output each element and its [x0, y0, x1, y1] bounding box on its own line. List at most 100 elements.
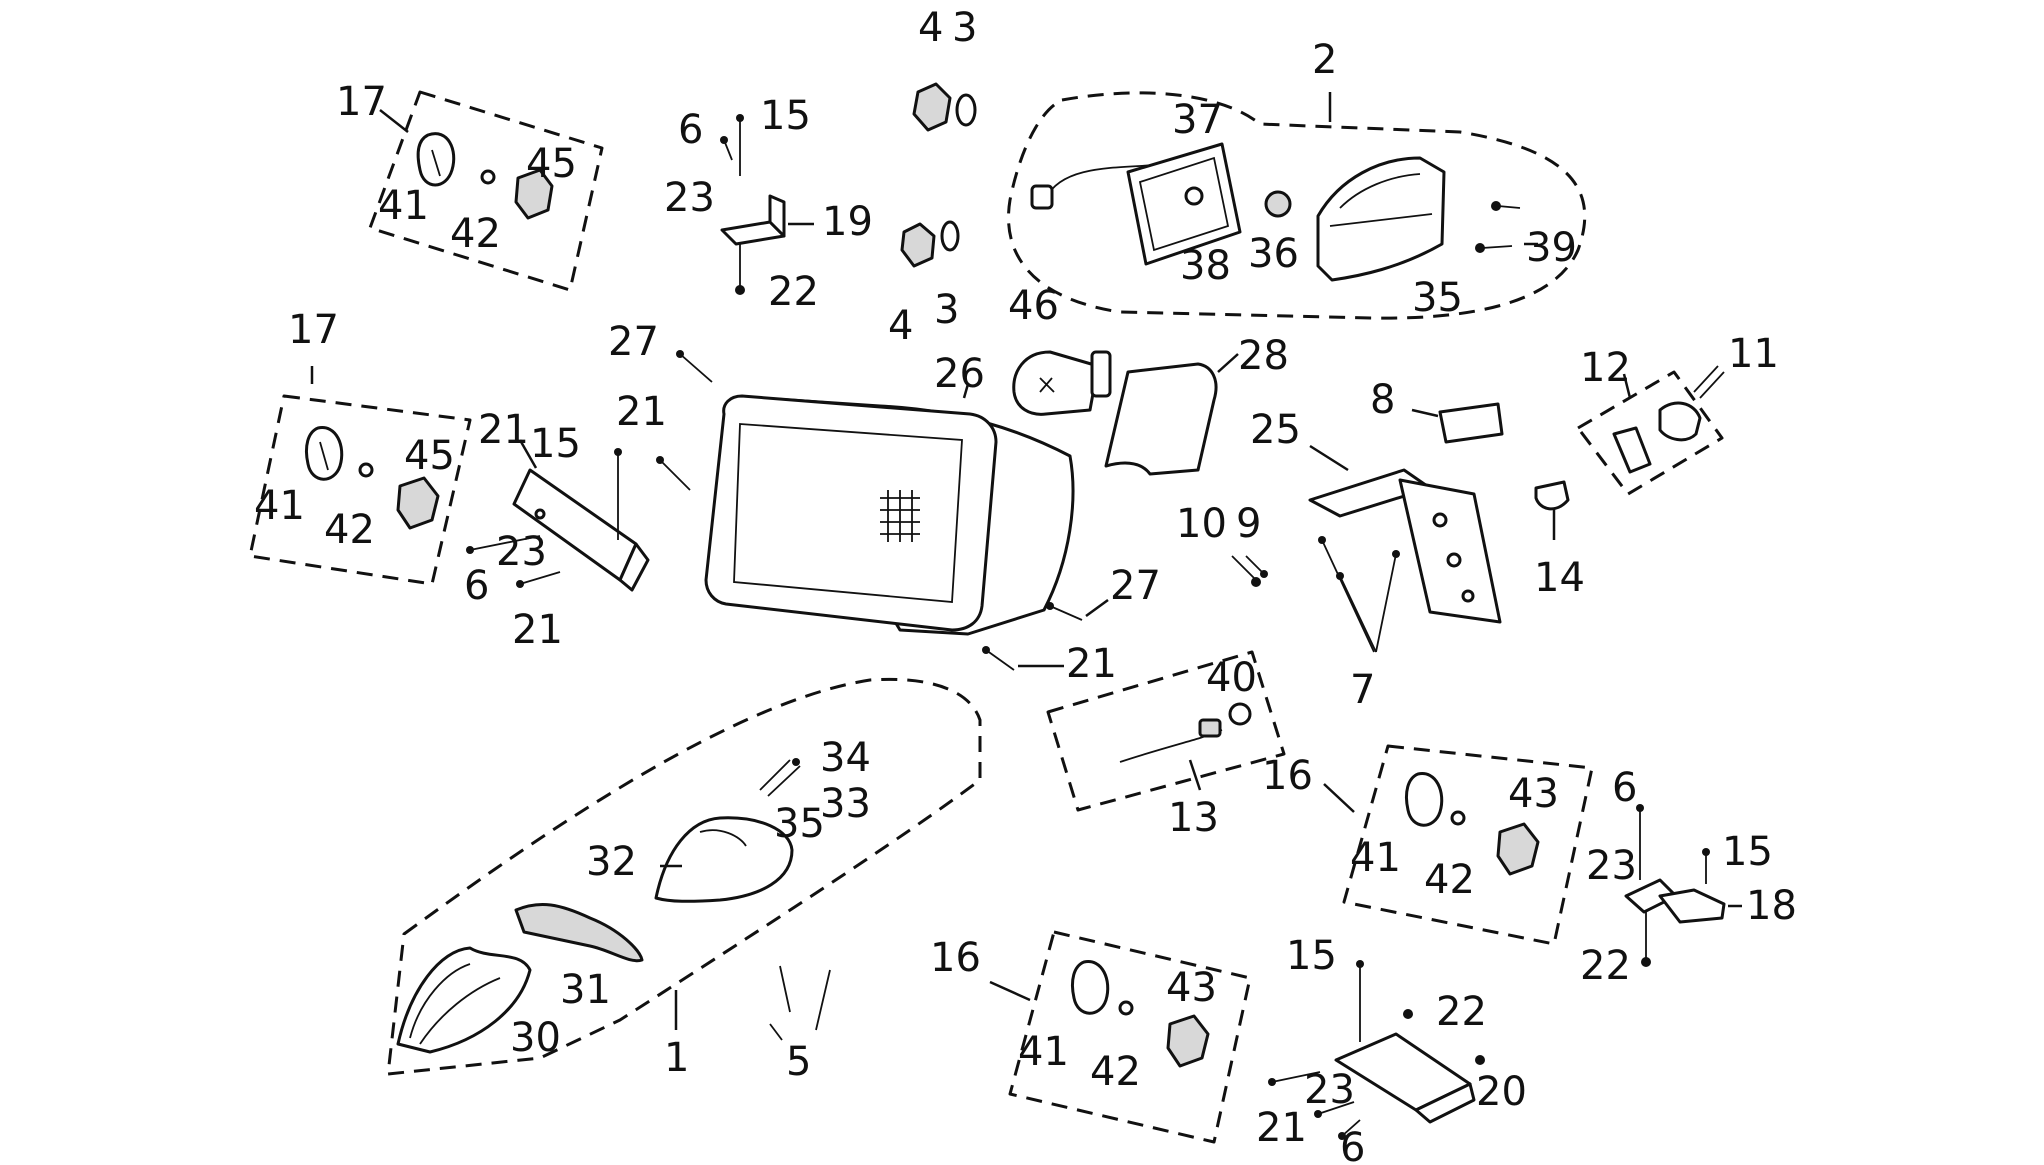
callout-44-a: 43 — [1508, 771, 1559, 817]
callout-15-a: 15 — [760, 93, 811, 139]
callout-42-d: 41 — [1018, 1029, 1069, 1075]
callout-32: 32 — [586, 839, 637, 885]
callout-42-a: 41 — [378, 183, 429, 229]
callout-24-b: 23 — [496, 529, 547, 575]
callout-17-mid: 17 — [288, 307, 339, 353]
callout-12: 12 — [1580, 345, 1631, 391]
callout-22-d: 21 — [1256, 1105, 1307, 1151]
license-bracket-25 — [1308, 444, 1502, 653]
group-17-top-box — [368, 90, 604, 292]
callout-22-c: 21 — [1066, 641, 1117, 687]
callout-43-c: 42 — [1424, 857, 1475, 903]
callout-5: 5 — [786, 1039, 812, 1085]
callout-28: 28 — [1238, 333, 1289, 379]
headlight-bolts — [656, 350, 1109, 671]
callout-45-a: 45 — [526, 141, 577, 187]
callout-23-c: 22 — [1436, 989, 1487, 1035]
group-17-left-box — [248, 366, 472, 586]
callout-34: 34 — [820, 735, 871, 781]
callout-35: 35 — [774, 801, 825, 847]
callout-3-mid: 3 — [934, 287, 960, 333]
reflector-28 — [1104, 353, 1239, 476]
callout-24-c: 23 — [1586, 843, 1637, 889]
group-1-cover — [386, 677, 982, 1076]
callout-23-b: 22 — [1580, 943, 1631, 989]
callout-39: 38 — [1180, 243, 1231, 289]
callout-43-b: 42 — [324, 507, 375, 553]
callout-21: 21 — [478, 407, 529, 453]
callout-37: 36 — [1248, 231, 1299, 277]
bracket-18 — [1624, 804, 1742, 967]
callout-25: 25 — [1250, 407, 1301, 453]
group-13-license-light — [1046, 650, 1286, 812]
callout-17-top: 17 — [336, 79, 387, 125]
callout-24-d: 23 — [1304, 1067, 1355, 1113]
group-12-reflector — [1534, 365, 1725, 540]
cover-30-icon — [396, 946, 532, 1054]
callout-43-a: 42 — [450, 211, 501, 257]
callout-2: 2 — [1312, 37, 1338, 83]
callout-27-b: 27 — [1110, 563, 1161, 609]
callout-45-b: 45 — [404, 433, 455, 479]
bracket-19 — [720, 114, 814, 295]
callout-42-c: 41 — [1350, 835, 1401, 881]
callout-6-c: 6 — [1612, 765, 1638, 811]
callout-6-b: 6 — [464, 563, 490, 609]
callout-11: 11 — [1728, 331, 1779, 377]
callout-23-a: 22 — [768, 269, 819, 315]
callout-41: 40 — [1206, 655, 1257, 701]
callout-24-a: 23 — [664, 175, 715, 221]
callout-6-a: 6 — [678, 107, 704, 153]
callout-43-d: 42 — [1090, 1049, 1141, 1095]
callout-18: 18 — [1746, 883, 1797, 929]
socket-icon — [514, 168, 554, 220]
license-plate-holder-icon — [1126, 142, 1242, 266]
bracket-21 — [466, 439, 650, 592]
callout-46: 46 — [1008, 283, 1059, 329]
group-16-right-box — [1323, 744, 1594, 946]
callout-16-bottom: 16 — [930, 935, 981, 981]
callout-4-mid: 4 — [888, 303, 914, 349]
callout-15-b: 15 — [530, 421, 581, 467]
callout-4-top: 4 — [918, 5, 944, 51]
callout-3-top: 3 — [952, 5, 978, 51]
callout-9: 9 — [1236, 501, 1262, 547]
callout-42-b: 41 — [254, 483, 305, 529]
callout-6-d: 6 — [1340, 1125, 1366, 1165]
callout-26: 26 — [934, 351, 985, 397]
bulb-46 — [1012, 350, 1112, 416]
housing-32-icon — [654, 816, 794, 903]
callout-19: 19 — [822, 199, 873, 245]
callout-14: 14 — [1534, 555, 1585, 601]
callout-40: 39 — [1526, 225, 1577, 271]
callout-10: 10 — [1176, 501, 1227, 547]
callout-13: 13 — [1168, 795, 1219, 841]
bulb-icon — [480, 169, 496, 185]
callout-33: 33 — [820, 781, 871, 827]
callout-20: 20 — [1476, 1069, 1527, 1115]
group-16-bottom-box — [989, 930, 1252, 1144]
parts-8-9-10 — [1231, 402, 1504, 587]
bracket-20 — [1268, 960, 1485, 1140]
tail-lens-icon — [1316, 156, 1446, 282]
grommets-3-4 — [900, 82, 977, 268]
callout-27-a: 27 — [608, 319, 659, 365]
callout-22-a: 21 — [616, 389, 667, 435]
callout-8: 8 — [1370, 377, 1396, 423]
callout-22-b: 21 — [512, 607, 563, 653]
callout-15-d: 15 — [1286, 933, 1337, 979]
callout-1: 1 — [664, 1035, 690, 1081]
callout-16-right: 16 — [1262, 753, 1313, 799]
group-2-tail-light — [1007, 91, 1587, 320]
callout-15-c: 15 — [1722, 829, 1773, 875]
callout-38: 37 — [1172, 97, 1223, 143]
headlight-26 — [704, 383, 1075, 636]
callout-30: 30 — [510, 1015, 561, 1061]
turn-signal-lens-icon — [416, 132, 456, 187]
callout-31: 31 — [560, 967, 611, 1013]
callout-36: 35 — [1412, 275, 1463, 321]
lens-31-icon — [514, 903, 644, 963]
callout-7: 7 — [1350, 667, 1376, 713]
